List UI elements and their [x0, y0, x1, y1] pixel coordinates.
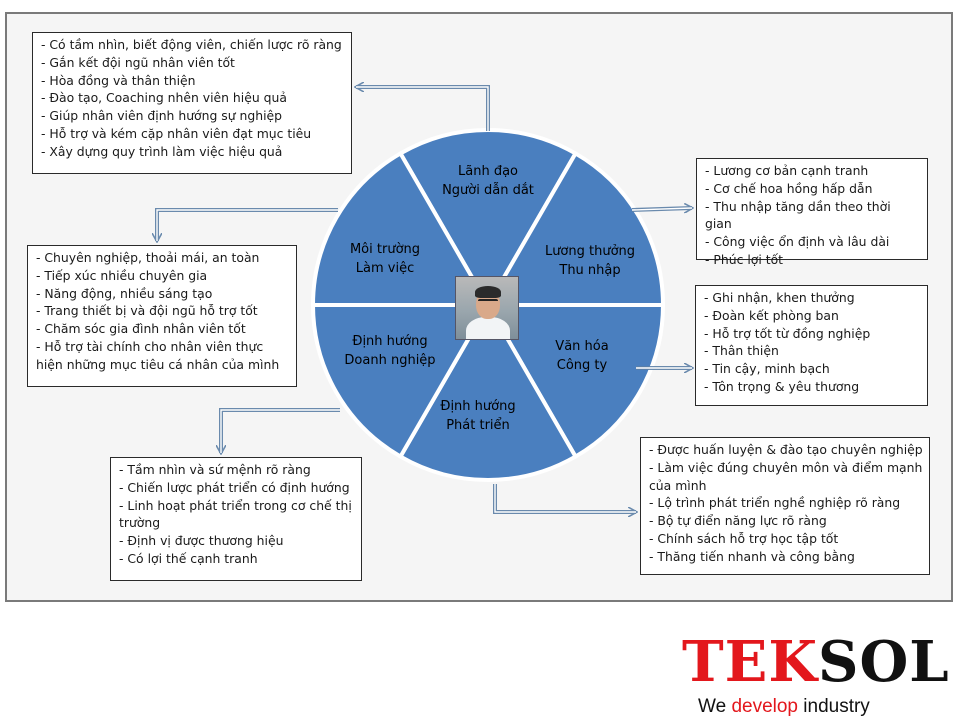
arrow-inner-income	[631, 207, 693, 211]
workenv-item: - Chuyên nghiệp, thoải mái, an toàn	[36, 250, 260, 265]
culture-details-box: - Ghi nhận, khen thưởng - Đoàn kết phòng …	[695, 285, 928, 406]
workenv-item: - Chăm sóc gia đình nhân viên tốt	[36, 321, 246, 337]
workenv-item: - Hỗ trợ tài chính cho nhân viên thực hi…	[36, 338, 280, 372]
workenv-details-box: - Chuyên nghiệp, thoải mái, an toàn - Tiế…	[27, 245, 297, 387]
strategy-item: - Tầm nhìn và sứ mệnh rõ ràng	[119, 462, 311, 477]
career-item: - Thăng tiến nhanh và công bằng	[649, 548, 855, 564]
leadership-details-box: - Có tầm nhìn, biết động viên, chiến lượ…	[32, 32, 352, 174]
income-item: - Lương cơ bản cạnh tranh	[705, 163, 869, 178]
income-item: - Thu nhập tăng dần theo thời gian	[705, 198, 891, 232]
strategy-item: - Chiến lược phát triển có định hướng	[119, 479, 350, 495]
culture-item: - Hỗ trợ tốt từ đồng nghiệp	[704, 325, 871, 341]
wheel-segment-strategy	[310, 303, 492, 460]
shirt-shape	[466, 317, 510, 339]
leadership-item: - Hỗ trợ và kém cặp nhân viên đạt mục ti…	[41, 125, 312, 141]
culture-item: - Tôn trọng & yêu thương	[704, 378, 860, 394]
leadership-item: - Xây dựng quy trình làm việc hiệu quả	[41, 143, 283, 159]
segment-label-culture: Văn hóa	[555, 339, 608, 354]
strategy-item: - Định vị được thương hiệu	[119, 533, 284, 549]
arrow-workenv	[157, 208, 338, 241]
segment-label-strategy: Định hướng	[352, 334, 427, 349]
leadership-item: - Giúp nhân viên định hướng sự nghiệp	[41, 108, 283, 124]
segment-label-leadership: Người dẫn dắt	[442, 183, 534, 198]
income-item: - Cơ chế hoa hồng hấp dẫn	[705, 180, 873, 196]
logo-tagline: We develop industry	[698, 696, 870, 718]
arrow-inner-strategy	[220, 409, 340, 453]
segment-label-workenv: Làm việc	[356, 261, 414, 276]
income-item: - Phúc lợi tốt	[705, 251, 784, 267]
wheel-segment-income	[484, 150, 666, 307]
wheel-segment-career	[397, 301, 579, 482]
wheel-segment-workenv	[310, 150, 492, 307]
segment-label-income: Lương thưởng	[545, 244, 635, 259]
culture-item: - Đoàn kết phòng ban	[704, 307, 839, 323]
logo-sol: SOL	[818, 629, 950, 695]
career-item: - Làm việc đúng chuyên môn và điểm mạnh …	[649, 459, 923, 493]
leadership-item: - Có tầm nhìn, biết động viên, chiến lượ…	[41, 37, 342, 52]
workenv-item: - Tiếp xúc nhiều chuyên gia	[36, 267, 208, 283]
leadership-item: - Đào tạo, Coaching nhên viên hiệu quả	[41, 90, 287, 106]
segment-label-income: Thu nhập	[558, 263, 620, 278]
tagline-part-2: develop	[731, 696, 798, 717]
career-details-box: - Được huấn luyện & đào tạo chuyên nghiệ…	[640, 437, 930, 575]
strategy-details-box: - Tầm nhìn và sứ mệnh rõ ràng - Chiến lượ…	[110, 457, 362, 581]
career-item: - Được huấn luyện & đào tạo chuyên nghiệ…	[649, 442, 923, 457]
career-item: - Bộ tự điển năng lực rõ ràng	[649, 513, 827, 529]
hair-shape	[475, 286, 501, 298]
workenv-item: - Trang thiết bị và đội ngũ hỗ trợ tốt	[36, 303, 258, 319]
person-photo	[455, 276, 519, 340]
glasses-shape	[478, 299, 498, 307]
income-item: - Công việc ổn định và lâu dài	[705, 234, 890, 250]
arrow-inner-workenv	[156, 209, 338, 241]
workenv-item: - Năng động, nhiều sáng tạo	[36, 285, 213, 301]
leadership-item: - Gắn kết đội ngũ nhân viên tốt	[41, 54, 235, 70]
segment-label-career: Phát triển	[446, 418, 510, 433]
segment-label-career: Định hướng	[440, 399, 515, 414]
segment-label-workenv: Môi trường	[350, 242, 420, 257]
strategy-item: - Có lợi thế cạnh tranh	[119, 550, 258, 566]
segment-label-leadership: Lãnh đạo	[458, 164, 518, 179]
arrow-inner-leadership	[356, 86, 489, 131]
teksol-logo: TEKSOL	[682, 632, 952, 692]
career-item: - Chính sách hỗ trợ học tập tốt	[649, 530, 839, 546]
leadership-item: - Hòa đồng và thân thiện	[41, 72, 196, 88]
segment-label-culture: Công ty	[557, 358, 608, 373]
strategy-item: - Linh hoạt phát triển trong cơ chế thị …	[119, 497, 352, 531]
arrow-leadership	[356, 87, 490, 131]
tagline-part-3: industry	[798, 696, 870, 717]
arrow-career	[493, 484, 636, 512]
culture-item: - Ghi nhận, khen thưởng	[704, 290, 855, 305]
income-details-box: - Lương cơ bản cạnh tranh - Cơ chế hoa hồ…	[696, 158, 928, 267]
logo-tek: TEK	[682, 629, 819, 695]
tagline-part-1: We	[698, 696, 732, 717]
segment-label-strategy: Doanh nghiệp	[344, 353, 435, 368]
arrow-strategy	[221, 408, 340, 453]
culture-item: - Thân thiện	[704, 343, 779, 359]
arrow-inner-career	[494, 484, 636, 513]
career-item: - Lộ trình phát triển nghề nghiệp rõ ràn…	[649, 495, 901, 511]
wheel-segment-culture	[484, 303, 666, 460]
culture-item: - Tin cậy, minh bạch	[704, 361, 830, 377]
